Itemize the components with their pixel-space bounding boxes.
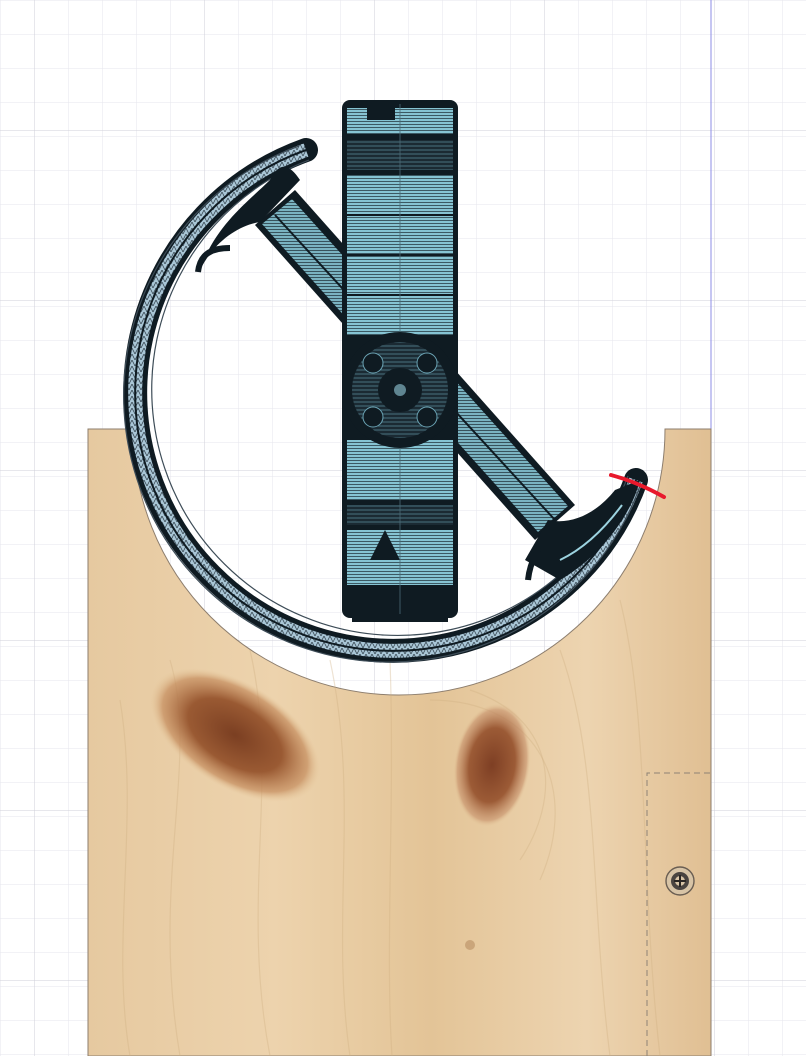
dashed-panel-outline [646,772,711,1056]
wood-speck [465,940,475,950]
center-hub[interactable] [342,332,458,448]
spool-ring[interactable] [123,138,648,663]
screw-head[interactable] [665,866,695,896]
red-markup-line[interactable] [609,473,666,499]
wood-board[interactable] [87,428,712,1056]
wood-knot-left [149,668,321,802]
wood-knot-right [453,703,531,827]
